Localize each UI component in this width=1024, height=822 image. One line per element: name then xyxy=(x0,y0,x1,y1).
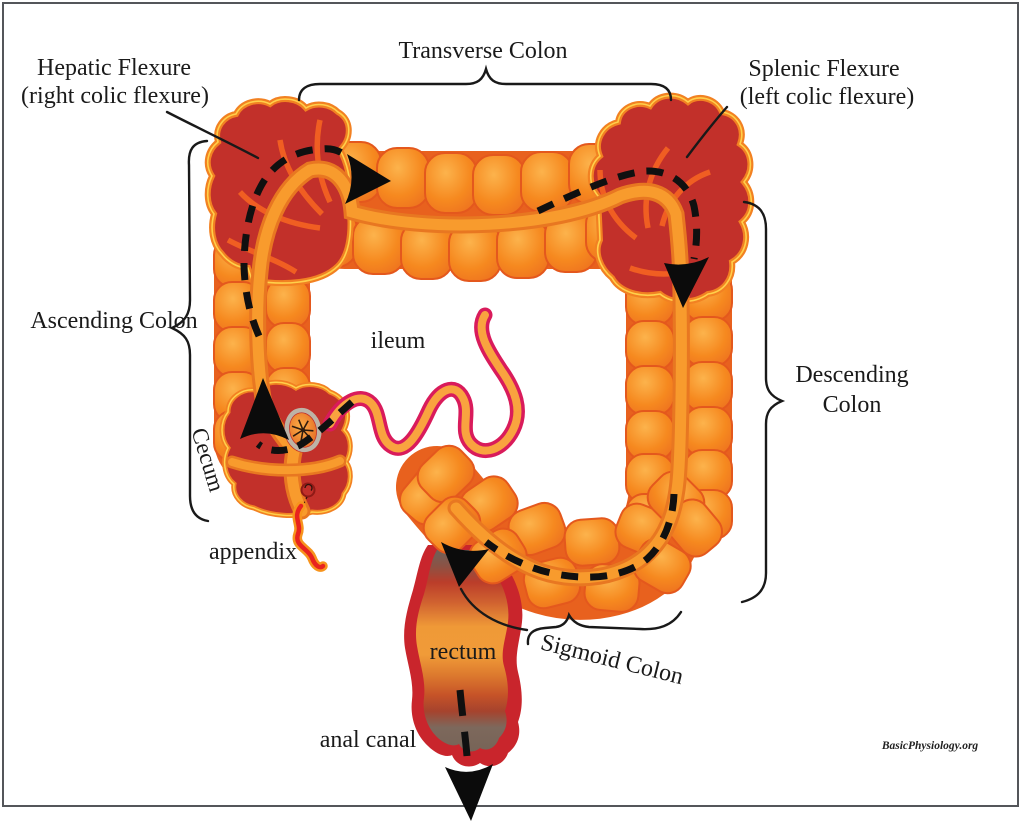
label-hepatic-flexure-sub: (right colic flexure) xyxy=(21,82,209,109)
watermark: BasicPhysiology.org xyxy=(881,739,979,752)
label-splenic-flexure-sub: (left colic flexure) xyxy=(739,83,915,110)
flow-arrows xyxy=(240,154,709,821)
leader-hepatic-flexure xyxy=(165,110,260,160)
label-descending-colon: Descending Colon xyxy=(795,361,909,418)
rectum-shape xyxy=(404,545,523,767)
brace-sigmoid-colon xyxy=(526,610,683,646)
brace-transverse-colon xyxy=(297,64,673,102)
label-hepatic-flexure: Hepatic Flexure xyxy=(37,54,191,81)
brace-descending-colon xyxy=(740,200,786,604)
flow-path-dashed xyxy=(240,145,701,757)
label-splenic-flexure: Splenic Flexure xyxy=(748,55,900,82)
appendix-shape xyxy=(292,482,328,572)
frame-border xyxy=(2,2,1019,807)
flow-arrow-into-rectum xyxy=(441,542,489,587)
flow-arrow-anal-exit xyxy=(445,764,493,821)
label-ascending-colon: Ascending Colon xyxy=(30,307,198,334)
flow-arrow-right-transverse xyxy=(345,154,391,204)
leader-splenic-flexure xyxy=(685,105,729,159)
ileum-shape xyxy=(322,307,525,459)
annotation-lines xyxy=(165,64,786,646)
label-ileum: ileum xyxy=(370,327,426,354)
flow-arrow-up-ascending xyxy=(240,378,289,440)
label-anal-canal: anal canal xyxy=(319,726,417,753)
label-rectum: rectum xyxy=(429,638,497,665)
ileocecal-valve xyxy=(283,407,323,453)
flow-arrow-down-descending xyxy=(664,257,709,308)
label-appendix: appendix xyxy=(209,538,297,565)
valve-star-icon xyxy=(291,419,314,441)
brace-ascending-cecum xyxy=(169,139,210,523)
leader-sigmoid xyxy=(459,587,529,632)
label-transverse-colon: Transverse Colon xyxy=(398,37,568,64)
